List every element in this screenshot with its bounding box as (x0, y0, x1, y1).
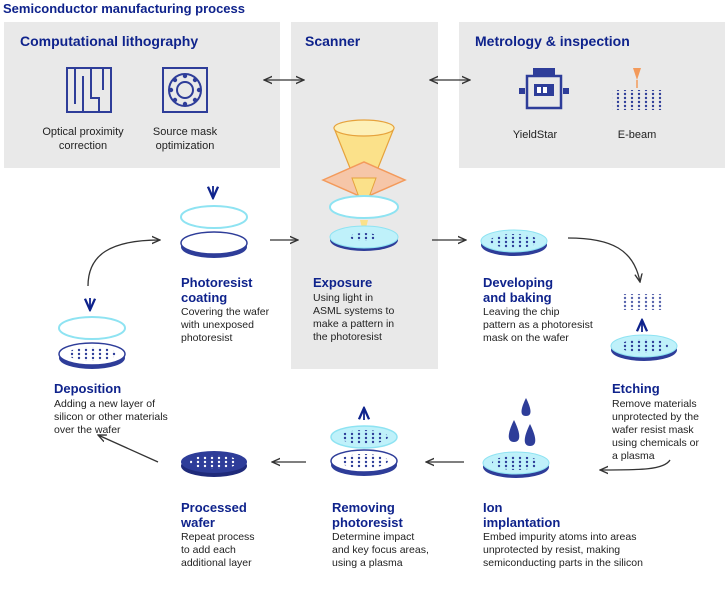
ion-implantation-wafer (482, 398, 550, 478)
processed-wafer (181, 451, 247, 477)
page-title: Semiconductor manufacturing process (3, 1, 245, 16)
computational-lithography-title: Computational lithography (20, 33, 199, 49)
photoresist-desc: Covering the wafer with unexposed photor… (181, 306, 270, 344)
etching-desc: Remove materials unprotected by the wafe… (612, 398, 699, 462)
removing-photoresist-desc: Determine impact and key focus areas, us… (332, 531, 429, 569)
photoresist-wafer (180, 186, 248, 258)
deposition-desc: Adding a new layer of silicon or other m… (54, 398, 168, 436)
computational-lithography-panel (4, 22, 280, 168)
smo-caption: Source mask optimization (152, 126, 218, 152)
ion-implantation-title: Ion implantation (483, 500, 561, 530)
etching-title: Etching (612, 381, 660, 396)
smo-icon (162, 67, 208, 113)
exposure-desc: Using light in ASML systems to make a pa… (313, 292, 395, 343)
developing-wafer (480, 229, 548, 256)
yieldstar-caption: YieldStar (512, 129, 558, 141)
opc-caption: Optical proximity correction (42, 126, 124, 152)
opc-icon (66, 67, 112, 113)
ebeam-icon (612, 68, 662, 110)
yieldstar-icon (519, 68, 569, 110)
scanner-title: Scanner (305, 33, 361, 49)
removing-photoresist-title: Removing photoresist (332, 500, 403, 530)
arrow-deposition-to-photoresist (87, 240, 160, 287)
arrow-processed-to-deposition (98, 435, 159, 463)
deposition-title: Deposition (54, 381, 122, 396)
arrow-etching-to-ion (600, 459, 671, 470)
exposure-illustration (321, 119, 407, 251)
etching-wafer (610, 294, 678, 361)
ion-implantation-desc: Embed impurity atoms into areas unprotec… (483, 531, 643, 569)
developing-title: Developing and baking (483, 275, 554, 305)
deposition-wafer (58, 298, 126, 369)
metrology-panel (459, 22, 725, 168)
photoresist-title: Photoresist coating (181, 275, 253, 305)
ebeam-caption: E-beam (617, 129, 657, 141)
exposure-title: Exposure (313, 275, 373, 290)
processed-wafer-title: Processed wafer (181, 500, 247, 530)
processed-wafer-desc: Repeat process to add each additional la… (181, 531, 255, 569)
arrow-developing-to-etching (567, 237, 640, 282)
removing-photoresist-wafer (330, 408, 398, 476)
metrology-title: Metrology & inspection (475, 33, 630, 49)
developing-desc: Leaving the chip pattern as a photoresis… (483, 306, 593, 344)
